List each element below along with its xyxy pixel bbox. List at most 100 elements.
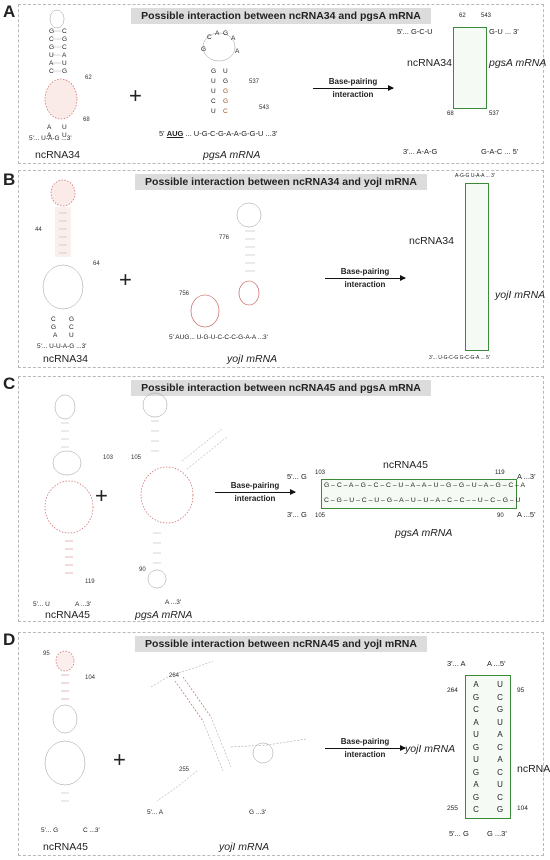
duplex-row-bottom: C – G – U – C – U – G – A – U – U – A – … — [324, 497, 521, 504]
svg-text:U: U — [211, 108, 216, 115]
panel-title: Possible interaction between ncRNA45 and… — [131, 380, 431, 396]
duplex-num: 105 — [315, 513, 326, 519]
svg-text:95: 95 — [43, 651, 50, 657]
duplex-bottom: 3'... U-G-C-G G-C-G-A ... 5' — [429, 355, 490, 361]
duplex-left-label: ncRNA34 — [407, 57, 452, 69]
mid-molecule-label: yojI mRNA — [219, 841, 270, 853]
svg-text:G: G — [223, 30, 228, 37]
duplex-left-label: ncRNA34 — [409, 235, 454, 247]
left-molecule-label: ncRNA34 — [43, 353, 88, 365]
duplex-bottom-right: G-A-C ... 5' — [481, 147, 519, 156]
duplex-box — [465, 183, 489, 351]
duplex-num: 103 — [315, 470, 326, 476]
panel-letter-c: C — [3, 374, 16, 393]
panel-letter-a: A — [3, 2, 16, 21]
svg-text:A: A — [62, 52, 67, 59]
svg-text:A: A — [235, 48, 240, 55]
svg-text:G: G — [201, 46, 206, 53]
svg-text:44: 44 — [35, 227, 42, 233]
svg-text:A: A — [49, 60, 54, 67]
mid-molecule-label: yojI mRNA — [227, 353, 278, 365]
ncrna45-3prime-end: A ...3' — [75, 601, 92, 608]
duplex-num: 62 — [459, 13, 466, 19]
svg-text:543: 543 — [259, 105, 270, 111]
svg-text:U: U — [223, 68, 228, 75]
svg-text:C: C — [51, 316, 56, 323]
duplex-top: 5'... G-C-U — [397, 27, 433, 36]
panel-title: Possible interaction between ncRNA45 and… — [135, 636, 427, 652]
yoji-3prime-end: G ...3' — [249, 809, 267, 816]
duplex-row-top: G – C – A – G – C – C – U – A – A – U – … — [324, 482, 525, 489]
svg-text:104: 104 — [85, 675, 96, 681]
duplex-end: 3'... G — [287, 510, 307, 519]
panel-d: Possible interaction between ncRNA45 and… — [18, 632, 550, 856]
svg-text:A: A — [47, 132, 52, 139]
panel-c: Possible interaction between ncRNA45 and… — [18, 376, 544, 622]
duplex-top-right: G-U ... 3' — [489, 27, 519, 36]
mid-molecule-label: pgsA mRNA — [135, 609, 193, 621]
svg-text:255: 255 — [179, 767, 190, 773]
duplex-end: A ...5' — [487, 659, 506, 668]
duplex-num: 90 — [497, 513, 504, 519]
svg-text:A: A — [53, 332, 58, 339]
plus-sign: + — [119, 267, 132, 292]
panel-title: Possible interaction between ncRNA34 and… — [135, 174, 427, 190]
pgsa-sequence: 5' AUG ... U-G-C-G-A-A-G-G-U ...3' — [159, 129, 278, 138]
ncrna45-5prime-end: 5'... G — [41, 827, 59, 834]
duplex-box — [453, 27, 487, 109]
svg-text:G: G — [51, 324, 56, 331]
svg-text:105: 105 — [131, 455, 142, 461]
plus-sign: + — [113, 747, 126, 772]
panel-letter-d: D — [3, 630, 16, 649]
svg-text:119: 119 — [85, 579, 95, 585]
duplex-right-label: ncRNA45 — [517, 763, 550, 775]
svg-text:537: 537 — [249, 79, 260, 85]
svg-text:G: G — [69, 316, 74, 323]
svg-text:C: C — [62, 28, 67, 35]
ncrna34-ends: 5'... U-U-A-G ...3' — [37, 343, 87, 350]
yoji-mrna-structure: 776 756 — [179, 202, 262, 328]
duplex-top: A-G-G U-A-A ... 3' — [455, 173, 495, 179]
svg-text:90: 90 — [139, 567, 146, 573]
duplex-num: 104 — [517, 805, 528, 812]
svg-text:C: C — [69, 324, 74, 331]
svg-text:U: U — [211, 78, 216, 85]
duplex-num: 119 — [495, 470, 505, 476]
svg-text:776: 776 — [219, 235, 230, 241]
svg-text:G: G — [223, 88, 228, 95]
duplex-bottom-title: pgsA mRNA — [395, 527, 453, 539]
svg-text:G: G — [211, 68, 216, 75]
duplex-bottom: 3'... A-A-G — [403, 147, 438, 156]
duplex-end: 3'... A — [447, 659, 466, 668]
duplex-num: 264 — [447, 687, 458, 694]
ncrna45-3prime-end: C ...3' — [83, 827, 100, 834]
svg-text:A: A — [47, 124, 52, 131]
pgsa-mrna-structure: 105 90 — [131, 392, 228, 589]
duplex-left-label: yojI mRNA — [405, 743, 456, 755]
svg-text:C: C — [207, 34, 212, 41]
panel-letter-b: B — [3, 170, 16, 189]
duplex-box — [321, 479, 517, 509]
left-molecule-label: ncRNA34 — [35, 149, 80, 161]
svg-text:A: A — [231, 35, 236, 42]
ncrna34-ends: 5'... U-A-G ...3' — [29, 135, 72, 142]
yoji-mrna-structure: 264 255 — [150, 660, 308, 802]
svg-text:G: G — [49, 28, 54, 35]
duplex-right-label: pgsA mRNA — [489, 57, 547, 69]
ncrna45-hairpin: 103 119 — [44, 394, 114, 585]
duplex-right-label: yojI mRNA — [495, 289, 546, 301]
mid-molecule-label: pgsA mRNA — [203, 149, 261, 161]
svg-text:C: C — [223, 108, 228, 115]
svg-text:U: U — [211, 88, 216, 95]
duplex-num: 95 — [517, 687, 525, 694]
svg-text:68: 68 — [83, 117, 90, 123]
pgsa-3prime-end: A ...3' — [165, 599, 182, 606]
svg-text:U: U — [62, 60, 67, 67]
